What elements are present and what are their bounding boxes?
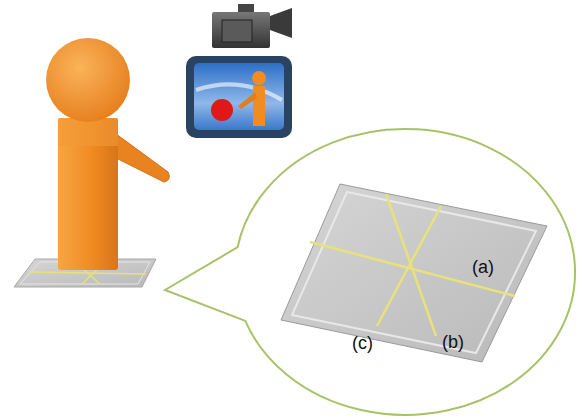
- video-camera: [212, 4, 292, 48]
- part-label: (a): [472, 258, 494, 276]
- magnified-plate: [281, 184, 547, 362]
- callout-bubble: [165, 129, 575, 415]
- person-figure: [46, 38, 169, 270]
- monitor-screen: [186, 56, 292, 138]
- part-label: (b): [442, 333, 464, 351]
- part-label: (c): [352, 334, 373, 352]
